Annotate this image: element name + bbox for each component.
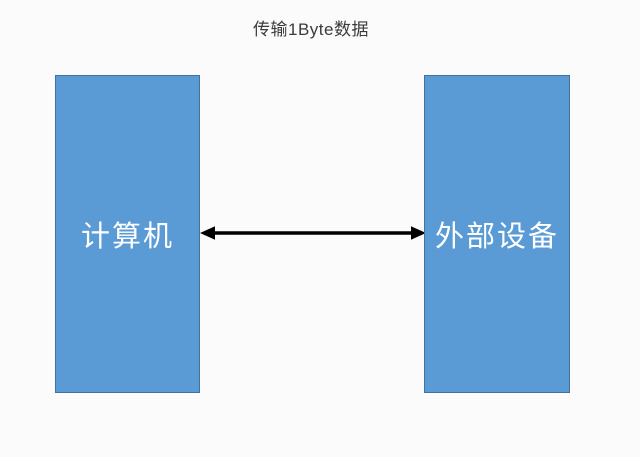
node-computer: 计算机 — [55, 75, 200, 393]
node-computer-label: 计算机 — [80, 221, 174, 253]
node-external-device-label: 外部设备 — [434, 221, 559, 253]
diagram-title: 传输1Byte数据 — [253, 20, 369, 39]
double-arrow-icon — [200, 226, 426, 240]
node-external-device: 外部设备 — [424, 75, 570, 393]
